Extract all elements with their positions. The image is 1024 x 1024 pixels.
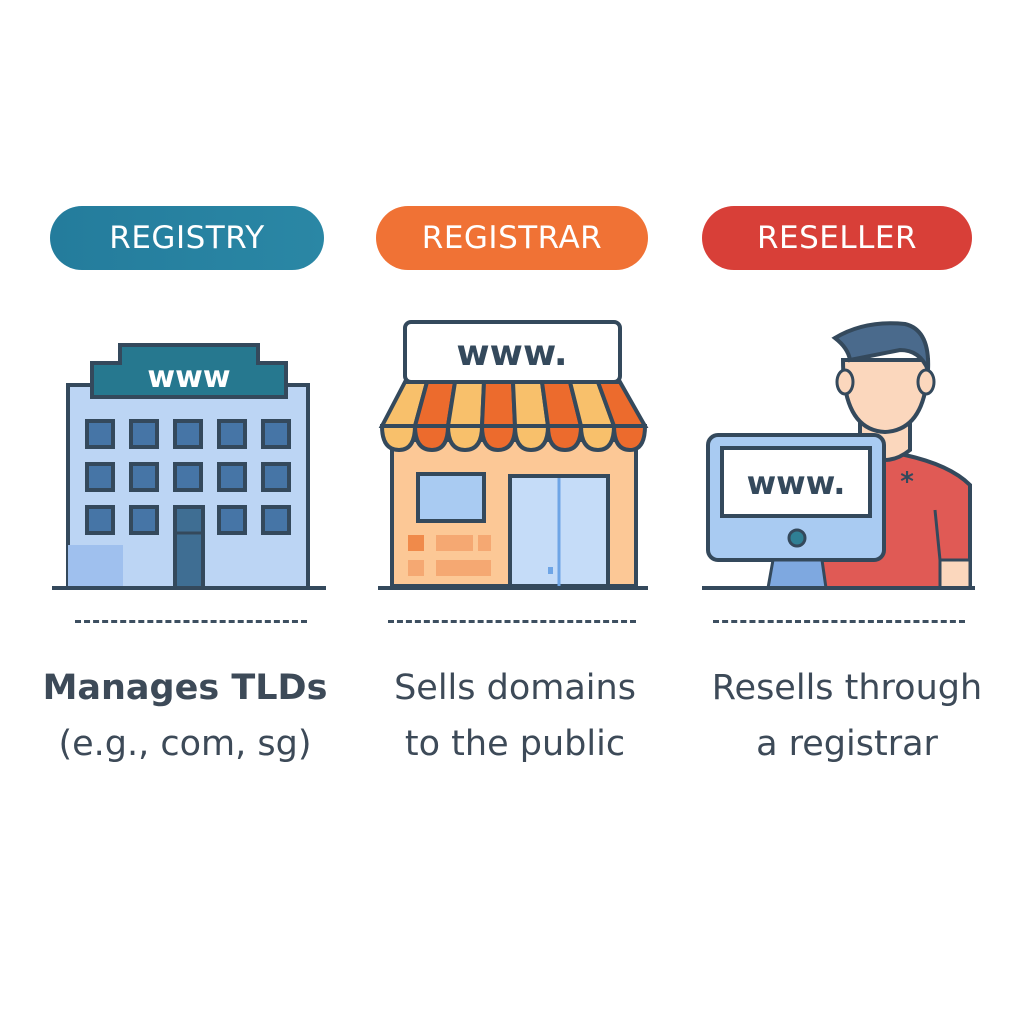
reseller-description-line2: a registrar — [756, 724, 938, 764]
person-computer-icon: * www. — [702, 321, 975, 590]
registrar-description: Sells domains to the public — [350, 660, 680, 772]
divider — [388, 620, 636, 623]
registrar-label: REGISTRAR — [376, 206, 648, 270]
building-icon: www — [52, 343, 326, 590]
registry-description: Manages TLDs (e.g., com, sg) — [20, 660, 350, 772]
reseller-description: Resells through a registrar — [682, 660, 1012, 772]
registrar-description-line1: Sells domains — [394, 668, 636, 708]
building-sign-text: www — [147, 360, 230, 395]
registry-description-line2: (e.g., com, sg) — [58, 724, 312, 764]
storefront-sign-text: www. — [456, 333, 567, 374]
reseller-label: RESELLER — [702, 206, 972, 270]
reseller-description-line1: Resells through — [711, 668, 983, 708]
divider — [713, 620, 965, 623]
registry-label: REGISTRY — [50, 206, 324, 270]
asterisk-icon: * — [900, 467, 914, 497]
registrar-description-line2: to the public — [404, 724, 626, 764]
monitor-screen-text: www. — [747, 464, 846, 502]
divider — [75, 620, 307, 623]
storefront-icon: www. — [378, 320, 649, 590]
registry-description-line1: Manages TLDs — [42, 668, 328, 708]
